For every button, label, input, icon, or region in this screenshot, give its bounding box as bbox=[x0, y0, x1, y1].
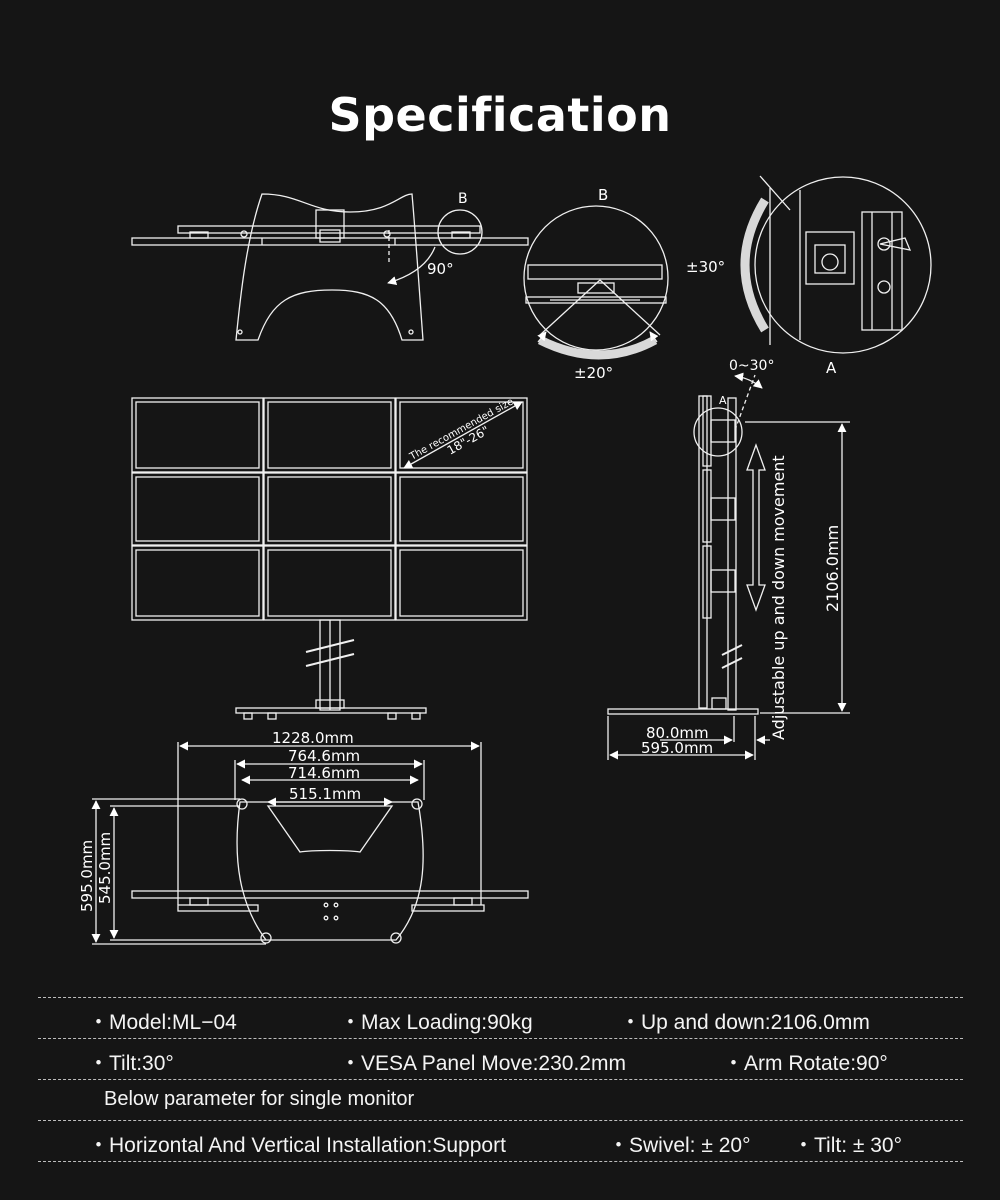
side-detail-a-marker: A bbox=[719, 394, 727, 407]
dim-545-label: 545.0mm bbox=[96, 832, 114, 904]
divider bbox=[38, 1038, 963, 1039]
dim-595-vertical-label: 595.0mm bbox=[78, 840, 96, 912]
dim-595-side-label: 595.0mm bbox=[641, 739, 713, 757]
page-title: Specification bbox=[328, 88, 672, 142]
spec-vesa-panel-move: ・VESA Panel Move:230.2mm bbox=[340, 1052, 626, 1075]
spec-arm-rotate: ・Arm Rotate:90° bbox=[723, 1052, 888, 1075]
bottom-view-base bbox=[91, 741, 529, 945]
detail-a-title: A bbox=[826, 359, 837, 377]
spec-installation: ・Horizontal And Vertical Installation:Su… bbox=[88, 1134, 506, 1157]
detail-b-marker: B bbox=[458, 191, 468, 207]
spec-row-note: Below parameter for single monitor bbox=[38, 1080, 963, 1120]
spec-model: ・Model:ML−04 bbox=[88, 1011, 237, 1034]
top-view-base bbox=[131, 193, 529, 341]
side-view-stand bbox=[607, 372, 850, 760]
spec-swivel: ・Swivel: ± 20° bbox=[608, 1134, 751, 1157]
spec-row-1: ・Model:ML−04 ・Max Loading:90kg ・Up and d… bbox=[38, 998, 963, 1038]
dim-515-label: 515.1mm bbox=[289, 785, 361, 803]
dim-1228-label: 1228.0mm bbox=[272, 729, 354, 747]
dim-80-label: 80.0mm bbox=[646, 724, 709, 742]
detail-a-view bbox=[740, 175, 932, 354]
angle-90-label: 90° bbox=[427, 260, 454, 278]
adjustable-label: Adjustable up and down movement bbox=[769, 455, 788, 740]
divider bbox=[38, 997, 963, 998]
spec-tilt: ・Tilt:30° bbox=[88, 1052, 174, 1075]
divider bbox=[38, 1161, 963, 1162]
spec-up-down: ・Up and down:2106.0mm bbox=[620, 1011, 870, 1034]
dim-714-label: 714.6mm bbox=[288, 764, 360, 782]
spec-max-loading: ・Max Loading:90kg bbox=[340, 1011, 533, 1034]
divider bbox=[38, 1120, 963, 1121]
spec-single-tilt: ・Tilt: ± 30° bbox=[793, 1134, 902, 1157]
spec-note: Below parameter for single monitor bbox=[104, 1088, 415, 1110]
detail-b-title: B bbox=[598, 186, 608, 204]
spec-row-2: ・Tilt:30° ・VESA Panel Move:230.2mm ・Arm … bbox=[38, 1039, 963, 1079]
height-dimension: 2106.0mm bbox=[823, 525, 842, 612]
divider bbox=[38, 1079, 963, 1080]
angle-0-30-label: 0~30° bbox=[729, 358, 774, 374]
detail-b-view bbox=[523, 205, 669, 360]
angle-pm30-label: ±30° bbox=[686, 258, 725, 276]
technical-drawing: B 90° B ±20° bbox=[78, 175, 932, 945]
front-view-monitor-wall bbox=[131, 397, 528, 720]
angle-pm20-label: ±20° bbox=[574, 364, 613, 382]
spec-row-4: ・Horizontal And Vertical Installation:Su… bbox=[38, 1121, 963, 1161]
recommended-size-label: The recommended size bbox=[407, 396, 515, 463]
dim-764-label: 764.6mm bbox=[288, 747, 360, 765]
spec-table: ・Model:ML−04 ・Max Loading:90kg ・Up and d… bbox=[38, 997, 963, 1162]
